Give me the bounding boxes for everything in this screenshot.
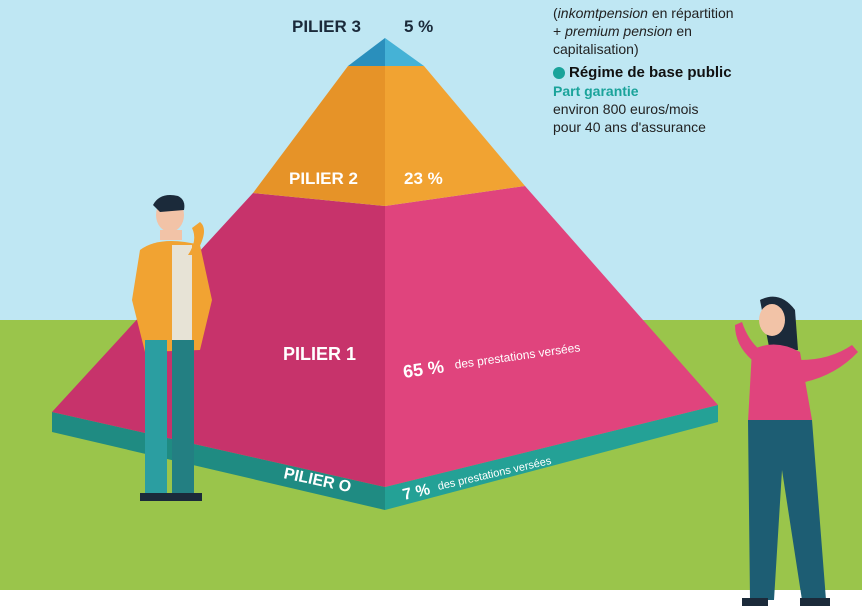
pillar-0-right-face	[385, 405, 718, 510]
base-regime-line-1: environ 800 euros/mois	[553, 101, 699, 117]
bottom-margin	[0, 590, 862, 613]
man-illustration	[132, 195, 212, 501]
base-regime-block: Régime de base public Part garantie envi…	[553, 64, 853, 136]
legend-panel: (inkomtpension en répartition + premium …	[553, 0, 853, 142]
pillar-2-right-face	[385, 66, 525, 206]
pillar-3-value: 5 %	[404, 17, 433, 36]
pillar-3-right-face	[385, 38, 424, 66]
base-regime-title: Régime de base public	[569, 64, 732, 81]
legend-line-3: capitalisation)	[553, 41, 639, 57]
pillar-3-label: PILIER 3	[292, 17, 361, 36]
pillar-1-left-face	[52, 193, 385, 487]
pillar-0-left-face	[52, 412, 385, 510]
pillar-2-value: 23 %	[404, 169, 443, 188]
base-regime-subtitle: Part garantie	[553, 83, 639, 99]
pillar-3-left-face	[348, 38, 385, 66]
pillar-0-value: 7 %	[401, 481, 432, 504]
pillar-1-label: PILIER 1	[283, 344, 356, 364]
base-regime-line-2: pour 40 ans d'assurance	[553, 119, 706, 135]
legend-line-2: + premium pension en	[553, 23, 692, 39]
pillar-2-left-face	[253, 66, 385, 206]
pillar-1-right-face	[385, 186, 718, 487]
legend-line-1: (inkomtpension en répartition	[553, 5, 734, 21]
pillar-1-description: (inkomtpension en répartition + premium …	[553, 4, 853, 58]
bullet-icon	[553, 67, 565, 79]
woman-illustration	[735, 296, 858, 606]
pillar-2-label: PILIER 2	[289, 169, 358, 188]
